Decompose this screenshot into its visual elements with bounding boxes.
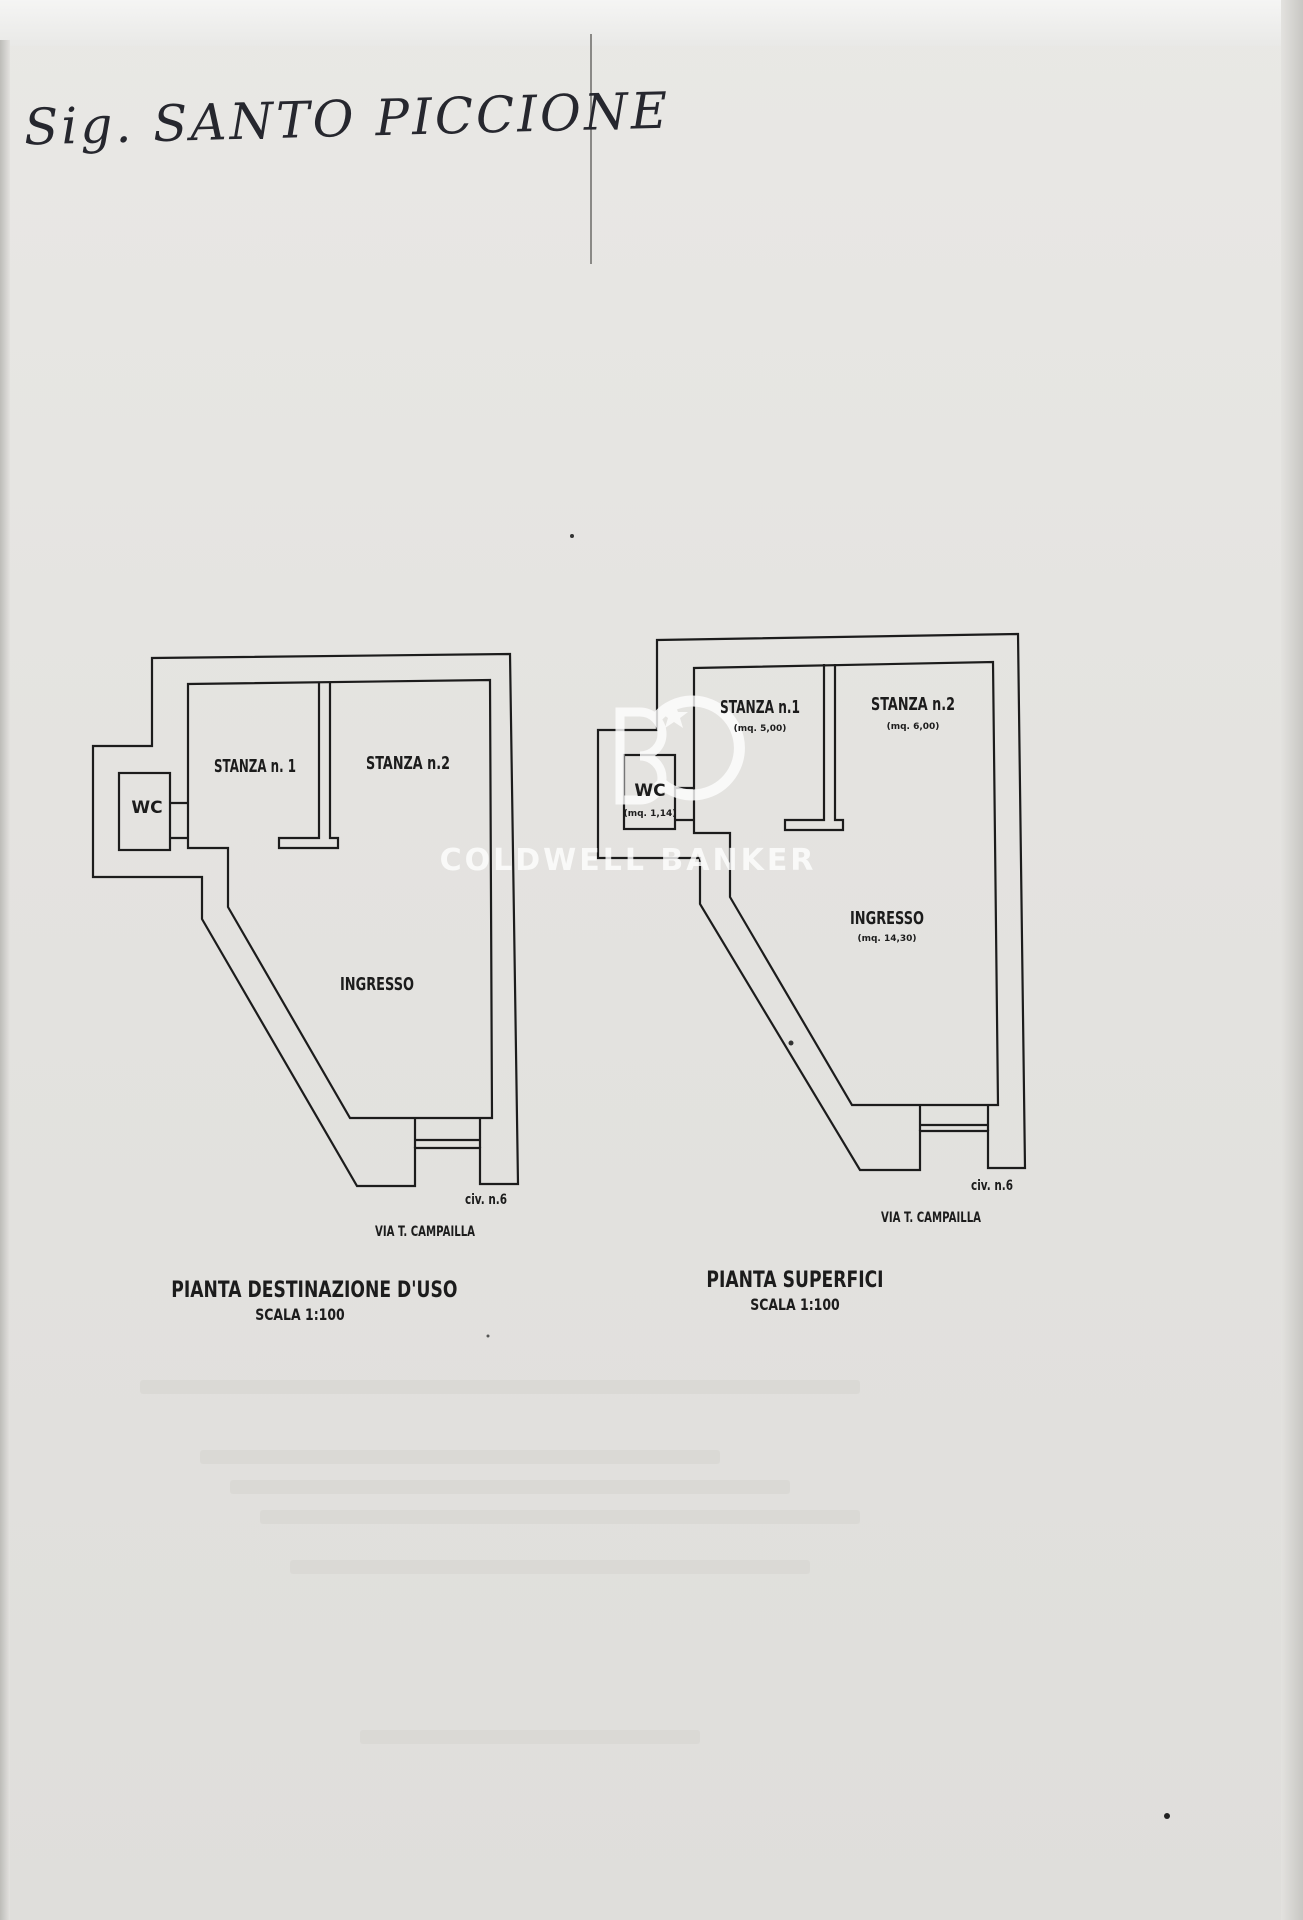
left-plan-walls xyxy=(91,652,520,1188)
page-top-margin xyxy=(0,0,1303,46)
left-civic-number: civ. n.6 xyxy=(465,1192,507,1208)
page-left-edge xyxy=(0,40,10,1920)
watermark-logo xyxy=(615,695,745,805)
right-ingresso-label: INGRESSO xyxy=(850,908,924,929)
ink-speck xyxy=(788,1040,794,1046)
fold-line xyxy=(590,34,592,264)
left-street-label: VIA T. CAMPAILLA xyxy=(375,1224,475,1240)
right-plan-title: PIANTA SUPERFICI xyxy=(706,1268,884,1293)
left-plan-labels: WC STANZA n. 1 STANZA n.2 INGRESSO civ. … xyxy=(131,753,507,1240)
left-stanza2-label: STANZA n.2 xyxy=(366,753,450,774)
right-civic-number: civ. n.6 xyxy=(971,1178,1013,1194)
watermark-brand: COLDWELL BANKER xyxy=(440,843,817,878)
right-stanza2-area: (mq. 6,00) xyxy=(887,722,940,732)
right-wc-area: (mq. 1,14) xyxy=(624,809,677,819)
right-plan-caption: PIANTA SUPERFICI SCALA 1:100 xyxy=(682,1268,908,1314)
left-wc-label: WC xyxy=(131,798,162,818)
ink-speck xyxy=(486,1334,490,1338)
page-right-edge xyxy=(1281,0,1303,1920)
ink-speck xyxy=(570,534,574,538)
right-stanza1-label: STANZA n.1 xyxy=(720,697,800,718)
left-ingresso-label: INGRESSO xyxy=(340,974,414,995)
right-plan-labels: WC (mq. 1,14) STANZA n.1 (mq. 5,00) STAN… xyxy=(624,694,1013,1226)
right-stanza1-area: (mq. 5,00) xyxy=(734,724,787,734)
left-plan-title: PIANTA DESTINAZIONE D'USO xyxy=(171,1278,458,1303)
ink-speck xyxy=(1164,1813,1170,1819)
right-street-label: VIA T. CAMPAILLA xyxy=(881,1210,981,1226)
left-stanza1-label: STANZA n. 1 xyxy=(214,756,296,777)
faded-background-text xyxy=(120,1380,980,1780)
right-stanza2-label: STANZA n.2 xyxy=(871,694,955,715)
left-plan-scale: SCALA 1:100 xyxy=(255,1305,345,1324)
right-plan-scale: SCALA 1:100 xyxy=(750,1295,840,1314)
left-plan-caption: PIANTA DESTINAZIONE D'USO SCALA 1:100 xyxy=(171,1278,458,1324)
right-wc-label: WC xyxy=(634,781,665,801)
right-ingresso-area: (mq. 14,30) xyxy=(857,934,916,944)
